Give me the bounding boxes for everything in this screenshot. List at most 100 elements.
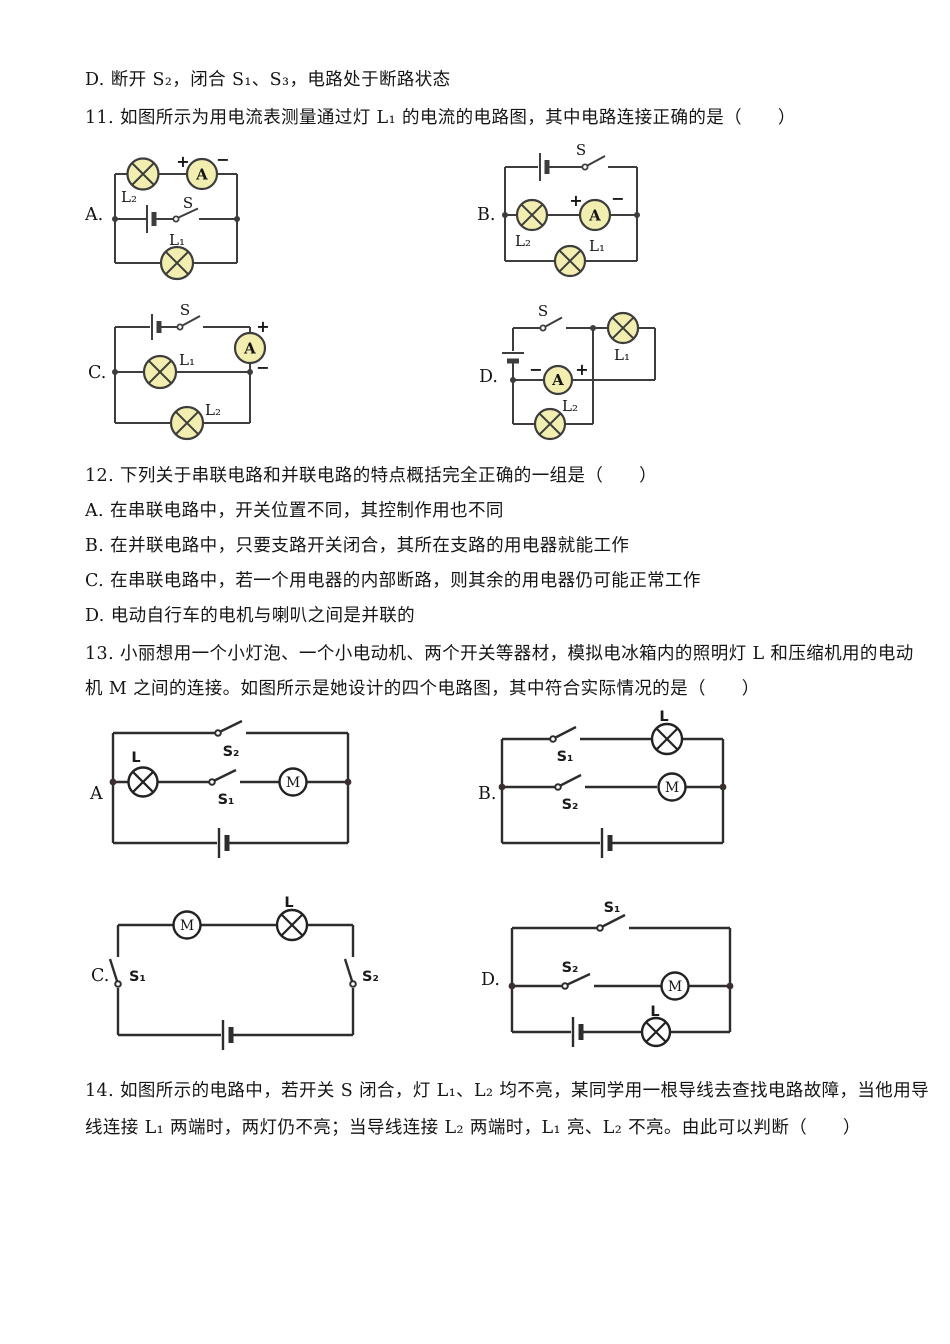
switch-label: S xyxy=(576,141,586,159)
junction-dot xyxy=(634,212,640,218)
circuit-diagram-13a: S₂ L S₁ M xyxy=(109,719,352,858)
lamp-icon-l1 xyxy=(159,245,195,281)
q13-option-c-label: C. xyxy=(91,966,110,986)
lamp-icon-l1 xyxy=(606,311,640,345)
ammeter-label: A xyxy=(588,207,601,225)
junction-dot xyxy=(502,212,508,218)
plus-sign: + xyxy=(256,317,269,336)
lamp-l1-label: L₁ xyxy=(589,237,605,255)
battery-icon xyxy=(221,1020,234,1050)
switch-icon-s2 xyxy=(561,972,591,990)
q12-option-d: D. 电动自行车的电机与喇叭之间是并联的 xyxy=(85,606,416,626)
q12-stem: 12. 下列关于串联电路和并联电路的特点概括完全正确的一组是（ ） xyxy=(85,466,657,486)
lamp-icon-l2 xyxy=(169,405,205,441)
junction-dot xyxy=(247,369,253,375)
q11-option-a-label: A. xyxy=(85,205,104,225)
q13-option-d-label: D. xyxy=(481,970,500,990)
battery-icon xyxy=(151,314,162,340)
lamp-icon xyxy=(127,766,159,798)
lamp-label: L xyxy=(659,709,668,725)
switch-icon-s1 xyxy=(549,725,577,743)
switch-icon xyxy=(176,315,201,331)
switch-s1-label: S₁ xyxy=(218,792,235,808)
q13-stem-line1: 13. 小丽想用一个小灯泡、一个小电动机、两个开关等器材，模拟电冰箱内的照明灯 … xyxy=(85,644,914,664)
ammeter-icon xyxy=(578,198,612,232)
circuit-wires xyxy=(116,923,355,1037)
q13-option-b-label: B. xyxy=(478,784,497,804)
junction-dot xyxy=(508,982,516,990)
minus-sign: − xyxy=(216,150,229,169)
q11-stem: 11. 如图所示为用电流表测量通过灯 L₁ 的电流的电路图，其中电路连接正确的是… xyxy=(85,108,796,128)
junction-dot xyxy=(726,982,734,990)
switch-icon-s2 xyxy=(554,773,582,791)
junction-dot xyxy=(112,216,118,222)
q12-option-b: B. 在并联电路中，只要支路开关闭合，其所在支路的用电器就能工作 xyxy=(85,536,630,556)
lamp-icon-l2 xyxy=(126,157,160,191)
lamp-l2-label: L₂ xyxy=(515,232,531,250)
junction-dot xyxy=(109,778,117,786)
switch-s1-label: S₁ xyxy=(604,900,621,916)
minus-sign: − xyxy=(529,360,542,379)
switch-icon-s1 xyxy=(596,913,626,932)
ammeter-icon xyxy=(542,364,574,396)
circuit-wires xyxy=(512,327,656,425)
q11-option-b-label: B. xyxy=(477,205,496,225)
circuit-wires xyxy=(111,731,350,845)
switch-icon xyxy=(539,316,563,332)
battery-icon xyxy=(502,352,524,364)
q12-option-a: A. 在串联电路中，开关位置不同，其控制作用也不同 xyxy=(85,501,504,521)
lamp-label: L xyxy=(284,895,293,911)
lamp-l1-label: L₁ xyxy=(179,351,195,369)
junction-dot xyxy=(112,369,118,375)
lamp-l2-label: L₂ xyxy=(205,401,221,419)
q13-option-a-label: A xyxy=(90,784,103,804)
circuit-diagram-11c: S A + − L₁ L₂ xyxy=(112,301,270,441)
circuit-diagram-13b: S₁ L S₂ M xyxy=(498,709,727,858)
switch-label: S xyxy=(538,302,548,320)
ammeter-label: A xyxy=(551,371,564,389)
motor-label: M xyxy=(665,780,679,796)
minus-sign: − xyxy=(256,358,269,377)
switch-s2-label: S₂ xyxy=(562,797,579,813)
circuit-wires xyxy=(505,166,637,216)
prev-option-d: D. 断开 S₂，闭合 S₁、S₃，电路处于断路状态 xyxy=(85,70,451,90)
junction-dot xyxy=(510,377,516,383)
q11-option-c-label: C. xyxy=(88,363,107,383)
motor-label: M xyxy=(668,979,682,995)
circuit-wires xyxy=(500,737,725,845)
motor-icon xyxy=(172,910,202,940)
switch-s2-label: S₂ xyxy=(362,969,379,985)
ammeter-label: A xyxy=(195,166,208,184)
switch-s1-label: S₁ xyxy=(129,969,146,985)
lamp-icon xyxy=(640,1016,672,1048)
circuit-diagram-11a: S L₂ A + − L₁ xyxy=(112,150,240,281)
lamp-label: L xyxy=(131,750,140,766)
lamp-l1-label: L₁ xyxy=(169,231,185,249)
battery-icon xyxy=(146,205,157,233)
circuit-diagram-13c: M L S₁ S₂ xyxy=(108,895,379,1050)
q13-stem-line2: 机 M 之间的连接。如图所示是她设计的四个电路图，其中符合实际情况的是（ ） xyxy=(85,679,760,699)
plus-sign: + xyxy=(575,360,588,379)
motor-label: M xyxy=(180,918,194,934)
switch-s1-label: S₁ xyxy=(557,749,574,765)
ammeter-icon xyxy=(185,157,219,191)
motor-icon xyxy=(660,971,690,1001)
junction-dot xyxy=(719,783,727,791)
junction-dot xyxy=(498,783,506,791)
battery-icon xyxy=(571,1017,584,1047)
switch-label: S xyxy=(180,301,190,319)
battery-icon xyxy=(539,153,550,181)
plus-sign: + xyxy=(176,152,189,171)
switch-icon-s2 xyxy=(214,719,243,737)
junction-dot xyxy=(590,325,596,331)
lamp-l1-label: L₁ xyxy=(614,346,630,364)
switch-icon-s2 xyxy=(343,958,357,988)
switch-s2-label: S₂ xyxy=(223,744,240,760)
circuit-diagram-11d: S L₁ A − + L₂ xyxy=(502,302,656,441)
switch-icon xyxy=(172,207,199,223)
motor-icon xyxy=(657,772,687,802)
junction-dot xyxy=(234,216,240,222)
lamp-l2-label: L₂ xyxy=(121,188,137,206)
q14-stem-line2: 线连接 L₁ 两端时，两灯仍不亮；当导线连接 L₂ 两端时，L₁ 亮、L₂ 不亮… xyxy=(85,1118,861,1138)
